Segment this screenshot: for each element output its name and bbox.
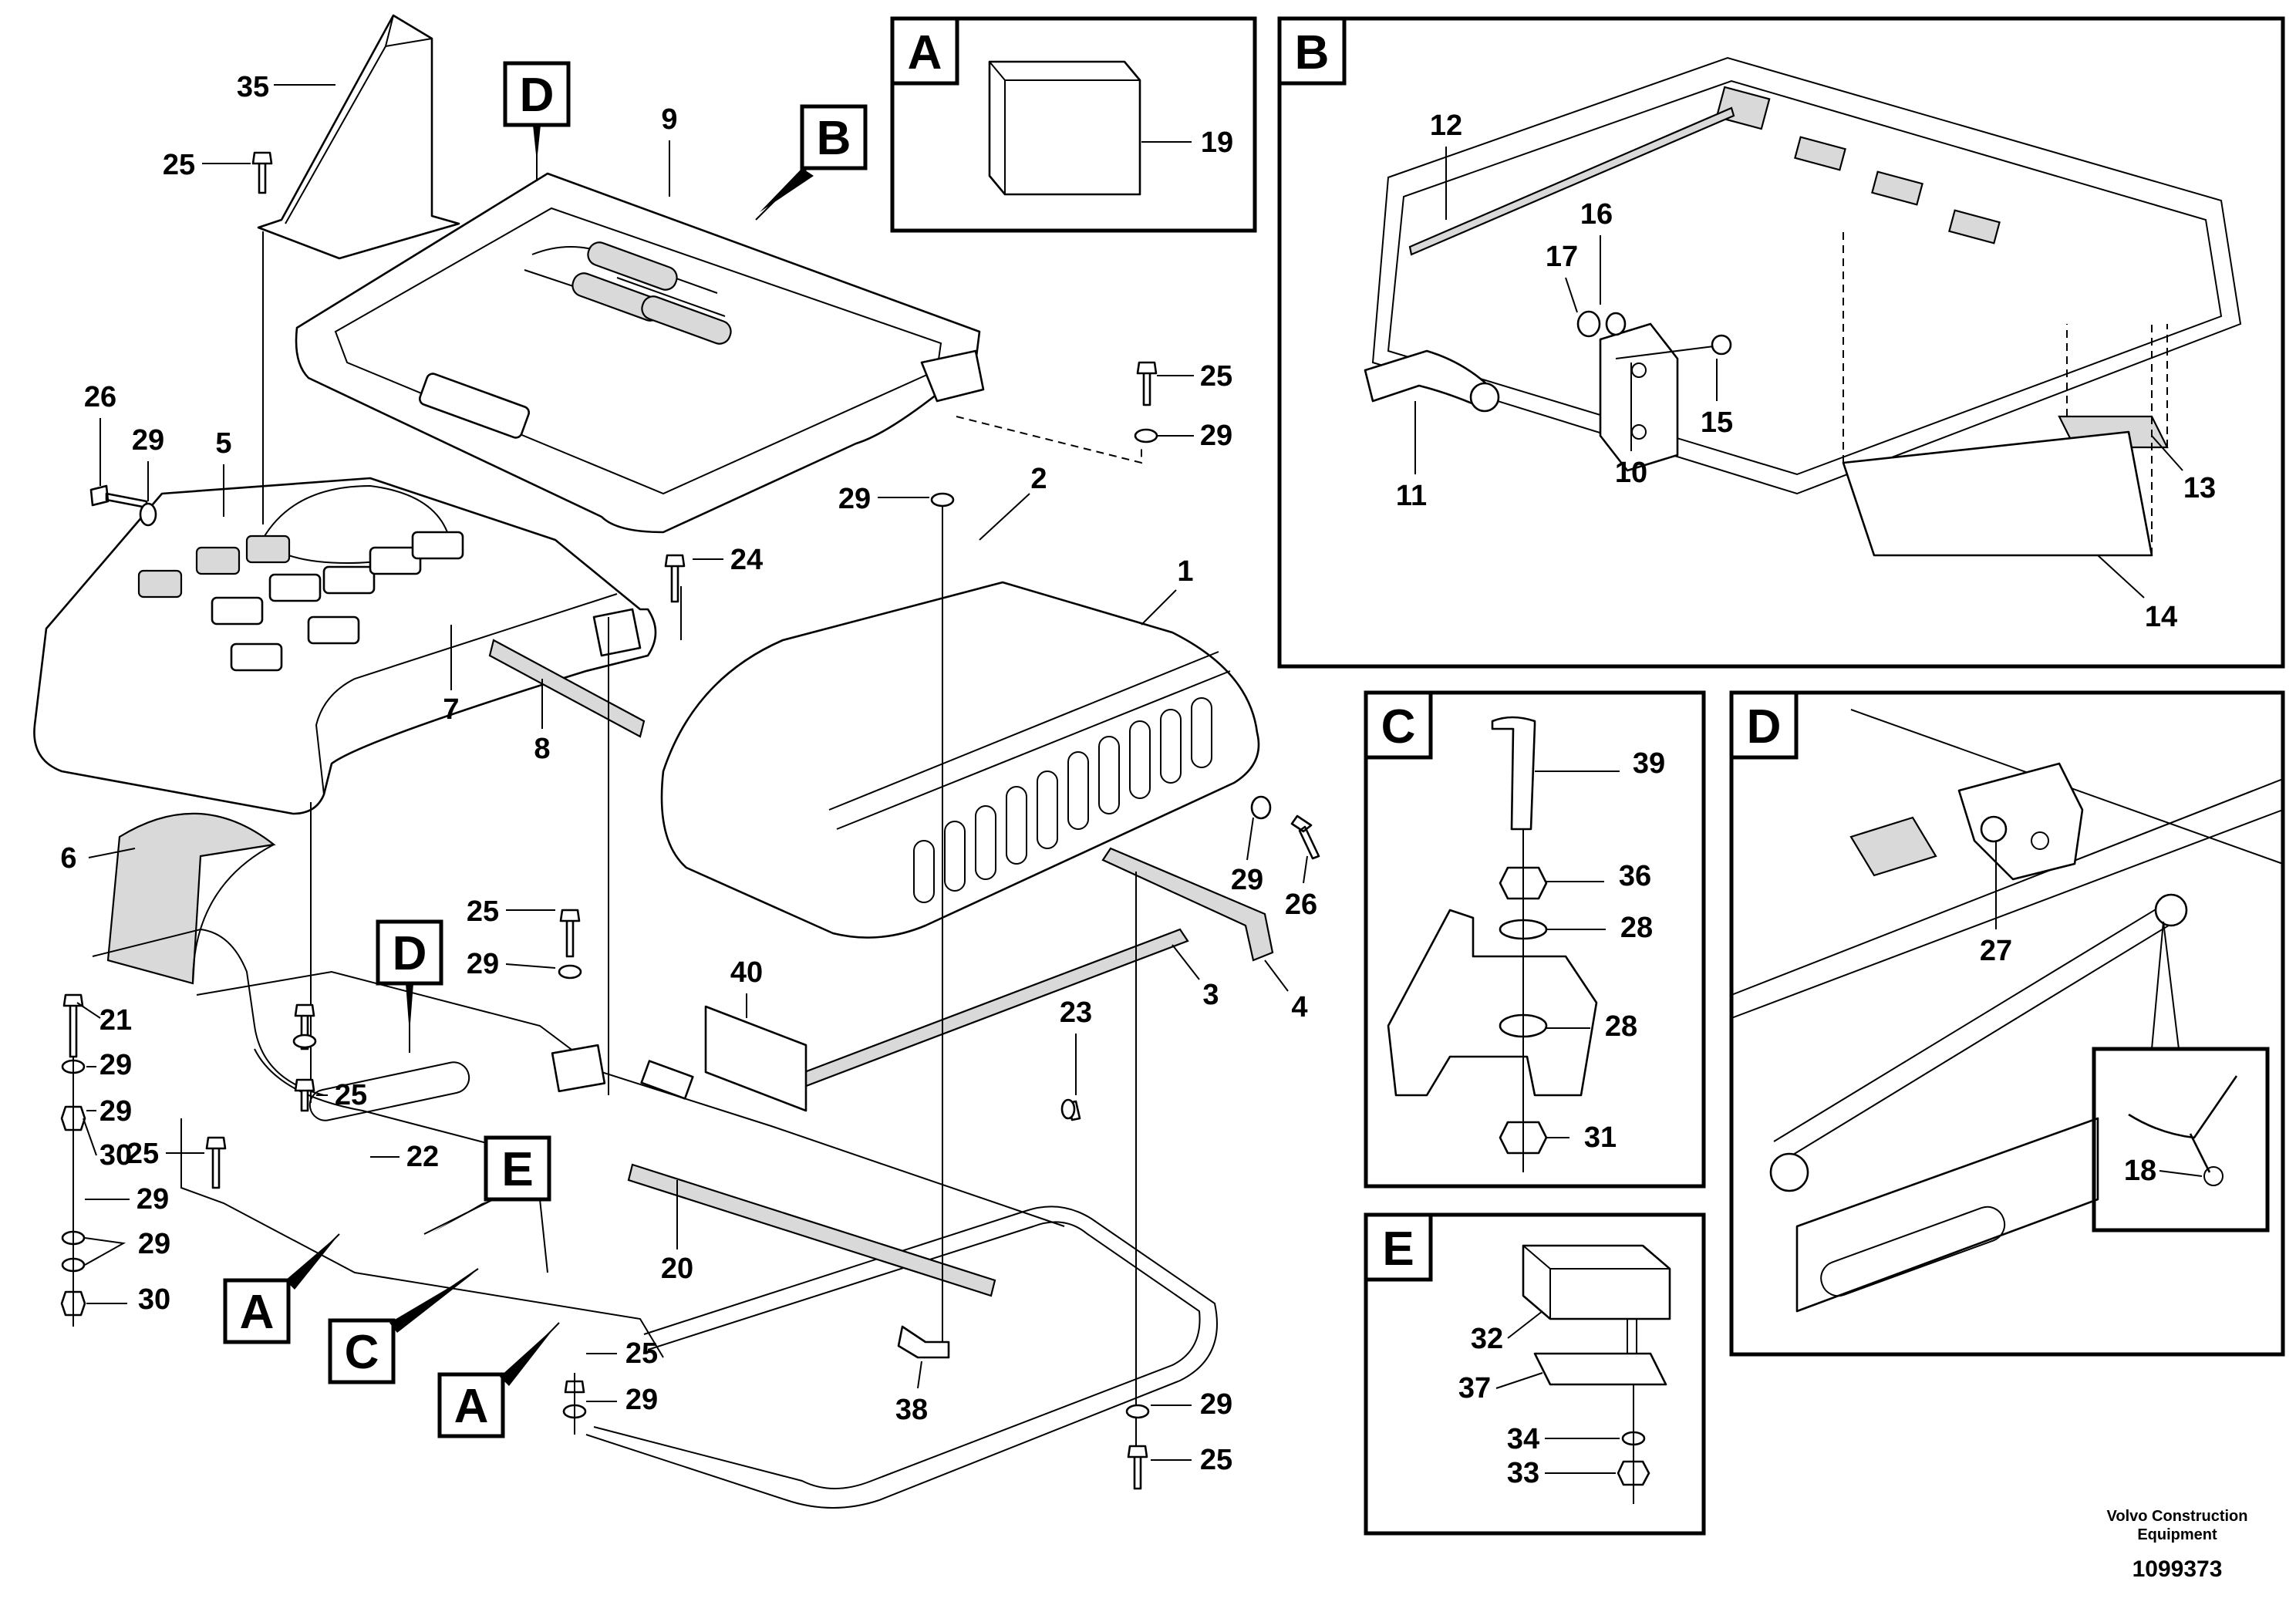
part-label: 30 [99, 1139, 132, 1172]
part-label: 31 [1584, 1121, 1617, 1154]
part-label: 29 [838, 483, 871, 515]
fasteners [60, 151, 1320, 1490]
detail-frame-e: E 32 37 34 33 [1364, 1212, 1706, 1536]
part-label: 29 [132, 424, 164, 457]
part-label: 36 [1619, 860, 1651, 892]
part-label: 25 [1200, 360, 1232, 393]
part-label: 18 [2124, 1155, 2156, 1187]
part-label: 11 [1396, 480, 1427, 512]
detail-b-letter: B [1295, 26, 1330, 79]
ref-tag-letter: D [520, 69, 555, 122]
part-label: 27 [1980, 935, 2012, 967]
part-label: 32 [1471, 1323, 1503, 1355]
part-label: 16 [1580, 198, 1613, 231]
detail-frame-d: D 18 27 [1729, 690, 2285, 1357]
ref-tag-letter: C [345, 1326, 379, 1379]
detail-frame-c: C 39 36 28 28 31 [1364, 690, 1706, 1189]
part-label: 26 [1285, 889, 1317, 921]
ref-tag-letter: D [393, 927, 427, 980]
reference-tags: D B D E A C A [223, 61, 868, 1438]
part-label: 7 [443, 693, 459, 726]
detail-c-letter: C [1381, 700, 1416, 754]
part-label: 2 [1030, 463, 1047, 495]
part-label: 19 [1201, 126, 1233, 159]
part-label: 15 [1701, 406, 1733, 439]
part-label: 40 [730, 956, 763, 989]
part-label: 17 [1546, 241, 1578, 273]
part-label: 29 [467, 948, 499, 980]
part-label: 35 [237, 71, 269, 103]
part-label: 21 [99, 1004, 132, 1037]
ref-tag-letter: B [817, 112, 851, 165]
company-line-1: Volvo Construction [2107, 1508, 2248, 1525]
part-label: 25 [335, 1079, 367, 1111]
part-label: 26 [84, 381, 116, 413]
part-label: 29 [1200, 420, 1232, 452]
part-label: 12 [1430, 110, 1462, 142]
detail-frame-a: A 19 [890, 16, 1257, 233]
main-labels: 35 25 9 26 29 5 25 29 29 24 2 1 7 [60, 71, 1317, 1476]
part-label: 29 [99, 1095, 132, 1128]
part-label: 9 [661, 103, 677, 136]
part-label: 39 [1633, 747, 1665, 780]
part-label: 25 [625, 1337, 658, 1370]
part-label: 20 [661, 1253, 693, 1285]
part-label: 13 [2183, 472, 2216, 504]
company-line-2: Equipment [2137, 1526, 2217, 1543]
part-label: 3 [1202, 979, 1219, 1011]
part-label: 25 [163, 149, 195, 181]
part-label: 8 [534, 733, 550, 765]
part-label: 10 [1615, 457, 1647, 489]
part-label: 29 [1231, 864, 1263, 896]
part-label: 29 [1200, 1388, 1232, 1421]
ref-tag-letter: A [240, 1286, 275, 1339]
part-label: 28 [1620, 912, 1653, 944]
part-label: 29 [99, 1049, 132, 1081]
part-label: 25 [126, 1138, 159, 1170]
part-label: 22 [406, 1141, 439, 1173]
part-label: 29 [625, 1384, 658, 1416]
part-label: 14 [2145, 601, 2177, 633]
ref-tag-letter: A [454, 1380, 489, 1433]
part-label: 1 [1177, 555, 1193, 588]
part-label: 30 [138, 1283, 170, 1316]
part-label: 24 [730, 544, 763, 576]
part-label: 33 [1507, 1457, 1539, 1489]
drawing-number: 1099373 [2132, 1556, 2223, 1582]
part-label: 25 [467, 895, 499, 928]
part-label: 6 [60, 842, 76, 875]
detail-e-letter: E [1382, 1222, 1414, 1276]
detail-a-letter: A [908, 26, 942, 79]
part-label: 25 [1200, 1444, 1232, 1476]
part-label: 23 [1060, 996, 1092, 1029]
part-label: 34 [1507, 1423, 1539, 1455]
part-label: 5 [215, 427, 231, 460]
detail-d-letter: D [1747, 700, 1782, 754]
part-label: 38 [895, 1394, 928, 1426]
main-exploded-view: D B D E A C A [33, 14, 1320, 1509]
part-label: 4 [1291, 991, 1307, 1023]
detail-frame-b: B 12 16 17 15 11 10 [1277, 16, 2285, 669]
part-label: 28 [1605, 1010, 1637, 1043]
part-label: 29 [137, 1183, 169, 1216]
part-label: 29 [138, 1228, 170, 1260]
part-label: 37 [1458, 1372, 1491, 1404]
drawing-footer: Volvo Construction Equipment 1099373 [2107, 1508, 2248, 1582]
ref-tag-letter: E [501, 1143, 533, 1196]
